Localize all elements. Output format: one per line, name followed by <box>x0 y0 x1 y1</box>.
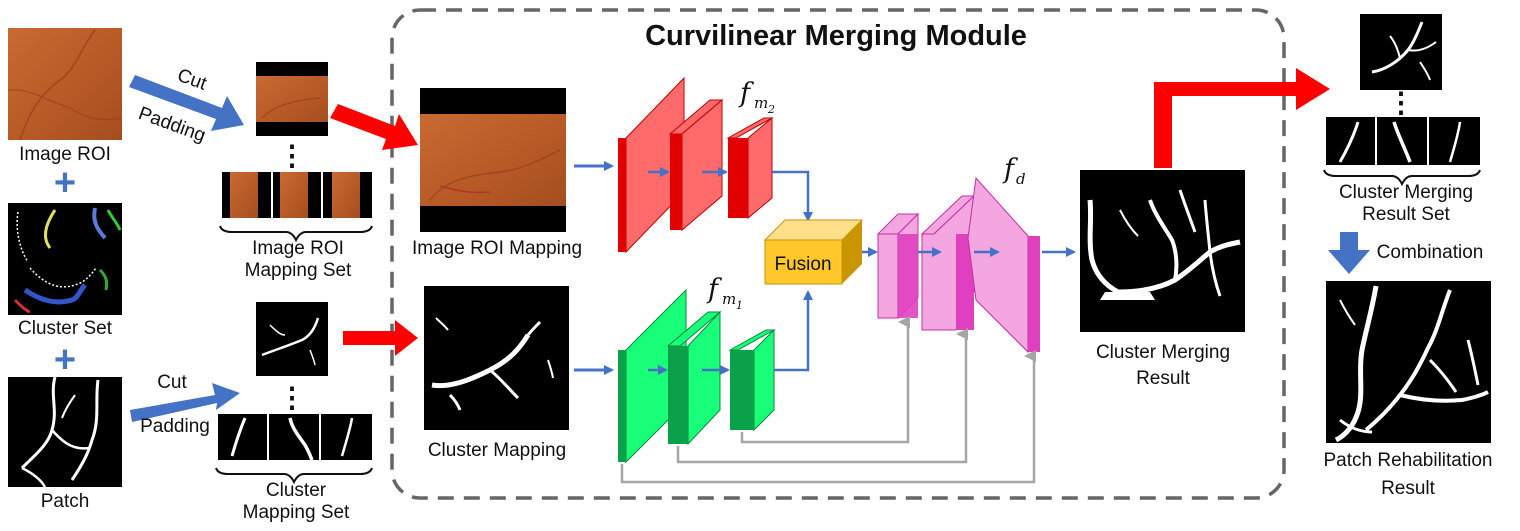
padding-label-bottom: Padding <box>140 416 210 437</box>
cluster-merging-result-label-1: Cluster Merging <box>1096 342 1230 363</box>
cluster-merging-result-strip <box>1326 117 1480 165</box>
f-m1-subsub: 1 <box>736 299 743 312</box>
module-title: Curvilinear Merging Module <box>645 20 1027 52</box>
f-m2-base: f <box>738 78 754 109</box>
brace-roi <box>219 225 373 243</box>
brace-cluster <box>215 467 373 485</box>
encoder-f-m1 <box>618 288 776 464</box>
arrow-red-to-fusion <box>772 170 813 222</box>
cut-label-bottom: Cut <box>157 372 187 393</box>
red-arrow-output <box>1154 68 1330 168</box>
cluster-mapping-label: Cluster Mapping <box>428 440 566 461</box>
patch-label: Patch <box>41 491 90 512</box>
image-roi-mapping-set-label-1: Image ROI <box>252 238 344 259</box>
cluster-mapping-strip <box>218 414 372 461</box>
patch-rehabilitation-image <box>1326 281 1491 443</box>
cluster-mapping-image <box>424 286 569 430</box>
patch-thumbnail <box>8 376 122 488</box>
ellipsis-result: ⋮ <box>1387 87 1415 118</box>
ellipsis-cluster: ⋮ <box>278 382 306 413</box>
combination-arrow <box>1328 232 1370 274</box>
cut-padding-arrow-bottom <box>130 383 240 422</box>
cluster-set-label: Cluster Set <box>18 318 113 339</box>
plus-sign-2: + <box>54 339 76 381</box>
combination-label: Combination <box>1377 242 1484 263</box>
skip-2 <box>676 328 968 464</box>
cluster-merging-result-image <box>1080 170 1245 332</box>
image-roi-mapping-set-label-2: Mapping Set <box>245 260 352 281</box>
image-roi-label: Image ROI <box>19 144 111 165</box>
encoder-f-m2 <box>618 76 774 254</box>
cluster-mapping-set-label-1: Cluster <box>266 480 327 501</box>
decoder-f-d <box>876 176 1040 354</box>
module-border <box>390 8 1286 500</box>
brace-result <box>1323 169 1481 187</box>
f-m1-sub: m <box>722 290 736 308</box>
red-arrow-roi <box>330 104 418 150</box>
f-m2-subsub: 2 <box>767 103 775 116</box>
fusion-label: Fusion <box>774 254 831 275</box>
image-roi-mapping-strip <box>222 172 372 218</box>
image-roi-mapping-image <box>420 88 566 232</box>
plus-sign-1: + <box>54 162 76 204</box>
skip-1 <box>740 316 910 444</box>
f-d-sub: d <box>1016 170 1026 188</box>
skip-3 <box>620 350 1036 484</box>
red-arrow-cluster <box>343 320 418 356</box>
cluster-set-thumbnail <box>8 203 122 315</box>
f-m1-base: f <box>706 274 722 305</box>
cluster-mapping-set-label-2: Mapping Set <box>243 502 350 523</box>
f-m2-sub: m <box>754 94 768 112</box>
ellipsis-roi: ⋮ <box>278 140 306 171</box>
cluster-merging-result-set-label-1: Cluster Merging <box>1339 182 1473 203</box>
arrow-green-to-fusion <box>774 290 813 372</box>
patch-rehab-label-2: Result <box>1381 478 1436 499</box>
cut-padding-arrow-top <box>129 75 244 131</box>
fusion-block <box>763 219 864 285</box>
cluster-merging-result-set-label-2: Result Set <box>1362 204 1450 225</box>
patch-rehab-label-1: Patch Rehabilitation <box>1324 450 1493 471</box>
cluster-mapping-tile <box>256 302 328 376</box>
cut-label-top: Cut <box>174 65 210 95</box>
cluster-merging-result-set-tile <box>1360 14 1442 90</box>
image-roi-thumbnail <box>7 28 123 141</box>
image-roi-mapping-label: Image ROI Mapping <box>412 238 582 259</box>
cluster-merging-result-label-2: Result <box>1136 368 1191 389</box>
image-roi-mapping-tile <box>256 62 328 136</box>
